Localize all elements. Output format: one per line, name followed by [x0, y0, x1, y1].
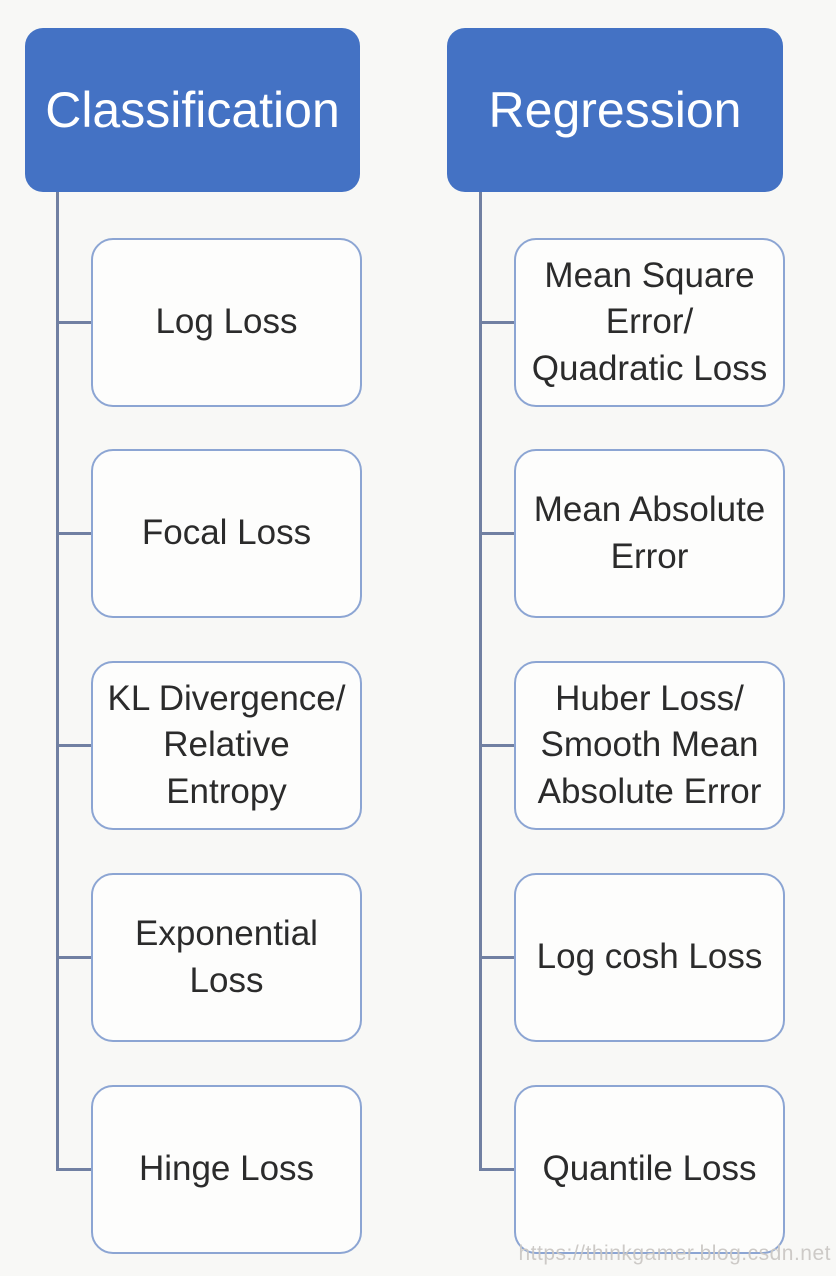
- node-quantile-loss: Quantile Loss: [514, 1085, 785, 1254]
- node-log-cosh-loss-label: Log cosh Loss: [536, 937, 763, 977]
- regression-header: Regression: [447, 28, 783, 192]
- node-hinge-loss-label: Hinge Loss: [138, 1149, 315, 1189]
- connector-stub-exponential-loss: [56, 956, 92, 959]
- node-huber-loss: Huber Loss/ Smooth Mean Absolute Error: [514, 661, 785, 830]
- connector-stub-focal-loss: [56, 532, 92, 535]
- connector-stub-huber-loss: [479, 744, 515, 747]
- node-log-cosh-loss: Log cosh Loss: [514, 873, 785, 1042]
- connector-stub-log-cosh-loss: [479, 956, 515, 959]
- watermark-url: https://thinkgamer.blog.csdn.net: [518, 1242, 831, 1265]
- node-hinge-loss: Hinge Loss: [91, 1085, 362, 1254]
- connector-vertical-regression: [479, 192, 482, 1170]
- node-focal-loss-label: Focal Loss: [141, 513, 312, 553]
- node-focal-loss: Focal Loss: [91, 449, 362, 618]
- node-huber-loss-label: Huber Loss/ Smooth Mean Absolute Error: [537, 679, 762, 811]
- node-mean-square-error: Mean Square Error/ Quadratic Loss: [514, 238, 785, 407]
- node-exponential-loss-label: Exponential Loss: [135, 914, 318, 1000]
- connector-stub-log-loss: [56, 321, 92, 324]
- classification-header-label: Classification: [45, 81, 340, 138]
- node-kl-divergence-label: KL Divergence/ Relative Entropy: [107, 679, 346, 811]
- connector-stub-kl-divergence: [56, 744, 92, 747]
- classification-header: Classification: [25, 28, 360, 192]
- node-log-loss-label: Log Loss: [155, 302, 298, 342]
- node-exponential-loss: Exponential Loss: [91, 873, 362, 1042]
- node-mean-absolute-error-label: Mean Absolute Error: [533, 490, 766, 576]
- connector-stub-mean-absolute-error: [479, 532, 515, 535]
- connector-vertical-classification: [56, 192, 59, 1170]
- node-kl-divergence: KL Divergence/ Relative Entropy: [91, 661, 362, 830]
- connector-stub-hinge-loss: [56, 1168, 92, 1171]
- node-mean-square-error-label: Mean Square Error/ Quadratic Loss: [531, 256, 768, 388]
- node-log-loss: Log Loss: [91, 238, 362, 407]
- node-mean-absolute-error: Mean Absolute Error: [514, 449, 785, 618]
- node-quantile-loss-label: Quantile Loss: [542, 1149, 757, 1189]
- connector-stub-mean-square-error: [479, 321, 515, 324]
- regression-header-label: Regression: [488, 81, 742, 138]
- connector-stub-quantile-loss: [479, 1168, 515, 1171]
